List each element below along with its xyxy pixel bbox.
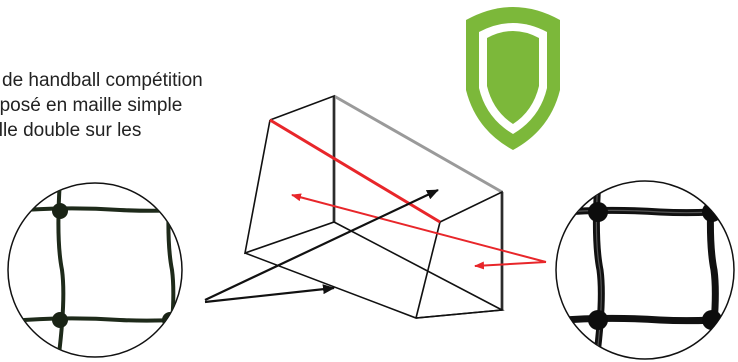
description-line-1: de handball compétition (2, 70, 203, 91)
black-arrows (204, 189, 439, 304)
red-arrows (291, 193, 547, 270)
description-line-2: nposé en maille simple (0, 95, 183, 116)
net-mesh-single-icon (7, 182, 183, 358)
net-mesh-double-icon (555, 180, 735, 360)
description-line-3: aille double sur les (0, 120, 142, 141)
shield-icon (466, 7, 560, 150)
description-text: de handball compétition nposé en maille … (0, 68, 290, 143)
goal-net-box (243, 94, 505, 319)
